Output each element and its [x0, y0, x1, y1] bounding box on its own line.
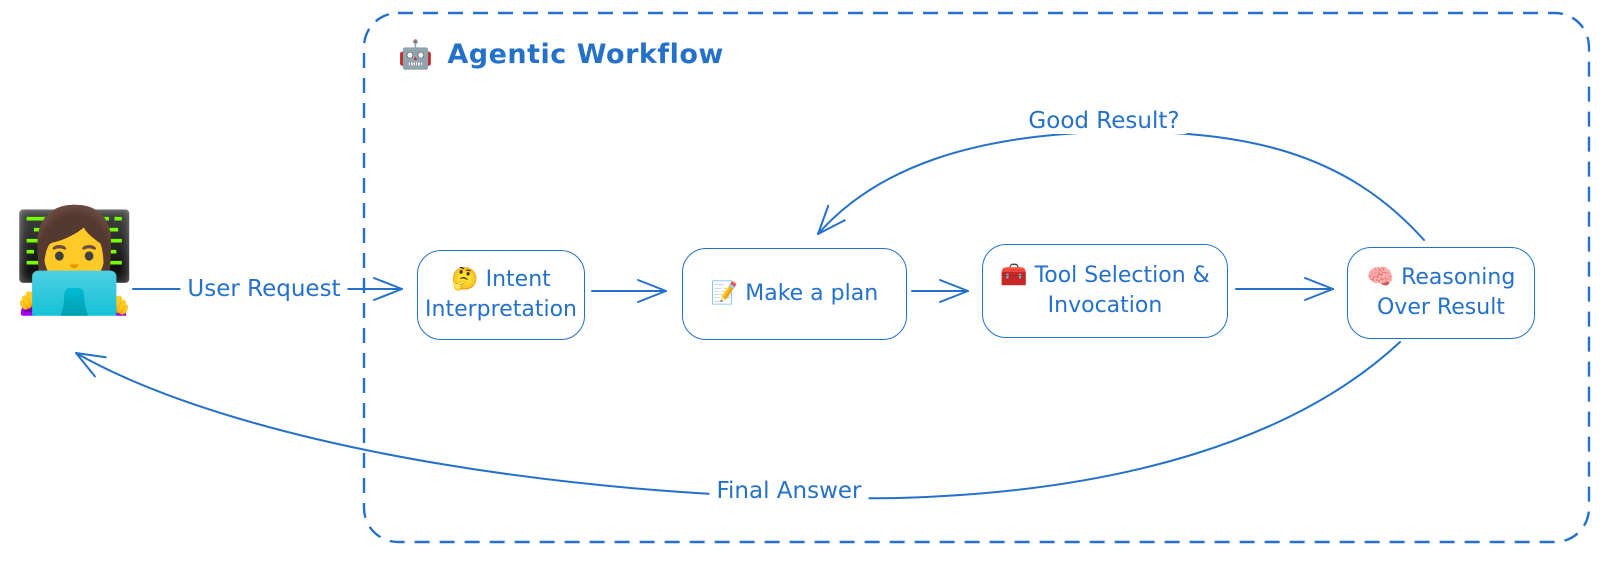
brain-icon: 🧠	[1366, 265, 1395, 291]
node-tools-label: Tool Selection & Invocation	[1034, 263, 1210, 318]
node-reasoning-over-result: 🧠 Reasoning Over Result	[1347, 247, 1535, 339]
workflow-title-text: Agentic Workflow	[447, 39, 724, 70]
toolbox-icon: 🧰	[1000, 263, 1028, 289]
robot-icon: 🤖	[398, 38, 434, 71]
workflow-container-border	[362, 11, 1591, 544]
edge-label-final-answer: Final Answer	[709, 478, 869, 504]
edge-good-result-loop	[817, 130, 1425, 241]
memo-icon: 📝	[710, 281, 739, 307]
node-make-a-plan: 📝 Make a plan	[682, 248, 907, 340]
edge-final-answer	[75, 341, 1401, 500]
node-tool-selection-invocation: 🧰 Tool Selection & Invocation	[982, 244, 1228, 338]
node-intent-label: Intent Interpretation	[425, 267, 577, 322]
edge-label-user-request: User Request	[180, 276, 348, 302]
node-plan-label: Make a plan	[745, 281, 879, 307]
edge-label-good-result: Good Result?	[1021, 108, 1187, 134]
user-actor-icon: 👩‍💻	[12, 202, 137, 319]
node-intent-interpretation: 🤔 Intent Interpretation	[417, 250, 585, 340]
workflow-title: 🤖 Agentic Workflow	[398, 38, 724, 71]
thinking-face-icon: 🤔	[451, 267, 479, 293]
node-reason-label: Reasoning Over Result	[1377, 265, 1516, 320]
